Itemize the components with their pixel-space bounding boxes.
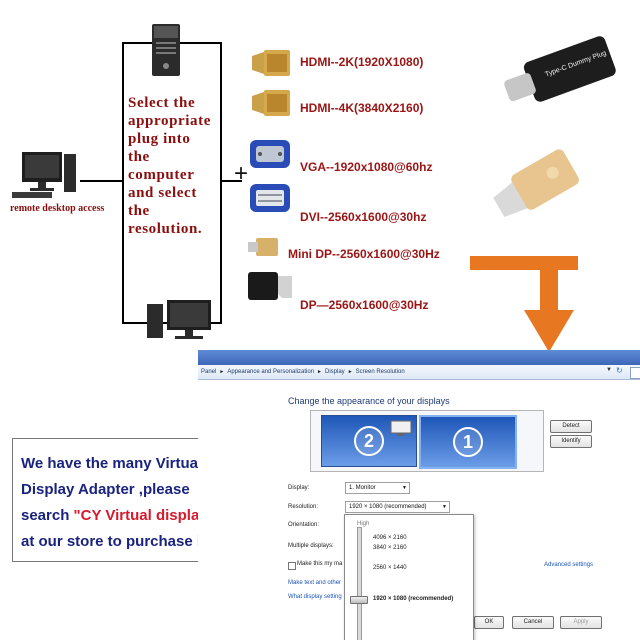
hdmi-plug-icon xyxy=(252,90,290,116)
adapter-spec-dp: DP—2560x1600@30Hz xyxy=(300,298,429,312)
orientation-label: Orientation: xyxy=(288,522,320,528)
store-line-3-prefix: search xyxy=(21,507,74,524)
instruction-line: plug into xyxy=(128,131,191,147)
instruction-line: the xyxy=(128,203,150,219)
display-label: Display: xyxy=(288,485,310,491)
monitor-2-number: 2 xyxy=(354,426,384,456)
resolution-dropdown-value: 1920 × 1080 (recommended) xyxy=(349,504,427,510)
instruction-line: appropriate xyxy=(128,113,211,129)
adapter-spec-vga: VGA--1920x1080@60hz xyxy=(300,160,433,174)
resolution-option[interactable]: 4096 × 2160 xyxy=(373,535,407,541)
gold-dp-dummy-plug-icon xyxy=(493,149,579,217)
breadcrumb-separator-icon: ► xyxy=(219,369,225,375)
main-display-checkbox[interactable] xyxy=(288,562,296,570)
monitor-1-number: 1 xyxy=(453,427,483,457)
resolution-label: Resolution: xyxy=(288,504,319,510)
identify-button[interactable]: Identify xyxy=(550,435,592,448)
window-title-bar xyxy=(198,350,640,365)
screen-resolution-heading: Change the appearance of your displays xyxy=(288,396,450,406)
orange-arrow-head-icon xyxy=(524,310,574,352)
instructions: Select the appropriate plug into the com… xyxy=(128,94,228,238)
resolution-slider-popup[interactable]: High 4096 × 2160 3840 × 2160 2560 × 1440… xyxy=(344,514,474,640)
resolution-dropdown[interactable]: 1920 × 1080 (recommended) ▼ xyxy=(345,501,450,513)
connector-line-left xyxy=(122,42,124,324)
breadcrumb-item[interactable]: Appearance and Personalization xyxy=(227,369,315,375)
resolution-high-label: High xyxy=(357,521,370,527)
connector-line-remote xyxy=(80,180,124,182)
chevron-down-icon: ▼ xyxy=(402,485,407,491)
adapter-spec-mini-dp: Mini DP--2560x1600@30Hz xyxy=(288,247,440,261)
instruction-line: and select xyxy=(128,185,197,201)
instruction-line: computer xyxy=(128,167,195,183)
store-line-1: We have the many Virtual xyxy=(21,455,203,472)
store-search-term: "CY Virtual display" xyxy=(73,507,215,524)
cancel-button[interactable]: Cancel xyxy=(512,616,554,629)
store-line-2: Display Adapter ,please xyxy=(21,481,190,498)
search-box[interactable] xyxy=(630,367,640,379)
breadcrumb-item[interactable]: Panel xyxy=(201,369,217,375)
adapter-spec-hdmi-2k: HDMI--2K(1920X1080) xyxy=(300,55,424,69)
monitor-thumbnail-icon xyxy=(390,420,412,436)
display-dropdown[interactable]: 1. Monitor ▼ xyxy=(345,482,410,494)
resolution-option[interactable]: 2560 × 1440 xyxy=(373,565,407,571)
remote-desktop-label: remote desktop access xyxy=(10,203,105,214)
chevron-down-icon: ▼ xyxy=(442,504,447,510)
resolution-slider-track[interactable] xyxy=(357,527,362,640)
text-size-link[interactable]: Make text and other xyxy=(288,580,342,586)
desktop-computer-icon xyxy=(147,300,211,339)
orange-arrow-horizontal xyxy=(470,256,578,270)
breadcrumb-separator-icon: ► xyxy=(317,369,322,375)
resolution-option-selected[interactable]: 1920 × 1080 (recommended) xyxy=(373,596,454,602)
store-line-4: at our store to purchase it. xyxy=(21,533,211,550)
connector-line-right xyxy=(220,42,222,324)
resolution-slider-thumb[interactable] xyxy=(350,596,368,604)
display-dropdown-value: 1. Monitor xyxy=(349,485,376,491)
computer-tower-icon xyxy=(152,24,180,76)
instruction-line: resolution. xyxy=(128,221,203,237)
detect-button[interactable]: Detect xyxy=(550,420,592,433)
apply-button[interactable]: Apply xyxy=(560,616,602,629)
vga-plug-icon xyxy=(250,140,290,168)
dvi-plug-icon xyxy=(250,184,290,212)
display-settings-help-link[interactable]: What display setting xyxy=(288,594,342,600)
ok-button[interactable]: OK xyxy=(474,616,504,629)
store-line-3: search "CY Virtual display" xyxy=(21,503,247,529)
dp-plug-icon xyxy=(248,272,292,300)
advanced-settings-link[interactable]: Advanced settings xyxy=(544,562,594,568)
main-display-checkbox-label: Make this my ma xyxy=(297,561,343,567)
address-dropdown-icon[interactable]: ▼ xyxy=(606,367,612,373)
monitor-layout-panel: 2 1 xyxy=(310,410,544,472)
mini-dp-plug-icon xyxy=(248,238,278,256)
breadcrumb-item[interactable]: Display xyxy=(325,369,345,375)
resolution-option[interactable]: 3840 × 2160 xyxy=(373,545,407,551)
monitor-2-tile[interactable]: 2 xyxy=(321,415,417,467)
connector-line-plus xyxy=(222,180,242,182)
orange-arrow-vertical xyxy=(540,256,558,322)
instruction-line: the xyxy=(128,149,150,165)
instruction-line: Select the xyxy=(128,95,196,111)
breadcrumb-item[interactable]: Screen Resolution xyxy=(355,369,405,375)
refresh-icon[interactable]: ↻ xyxy=(616,366,623,375)
address-bar[interactable]: Panel►Appearance and Personalization►Dis… xyxy=(198,365,640,380)
adapter-spec-dvi: DVI--2560x1600@30hz xyxy=(300,210,427,224)
breadcrumb-separator-icon: ► xyxy=(347,369,353,375)
usb-c-dummy-plug: Type-C Dummy Plug xyxy=(490,22,630,138)
multiple-displays-label: Multiple displays: xyxy=(288,543,334,549)
monitor-1-tile[interactable]: 1 xyxy=(419,415,517,469)
remote-desktop-computer-icon xyxy=(12,152,76,198)
hdmi-plug-icon xyxy=(252,50,290,76)
adapter-spec-hdmi-4k: HDMI--4K(3840X2160) xyxy=(300,101,424,115)
plus-sign: + xyxy=(234,160,249,187)
